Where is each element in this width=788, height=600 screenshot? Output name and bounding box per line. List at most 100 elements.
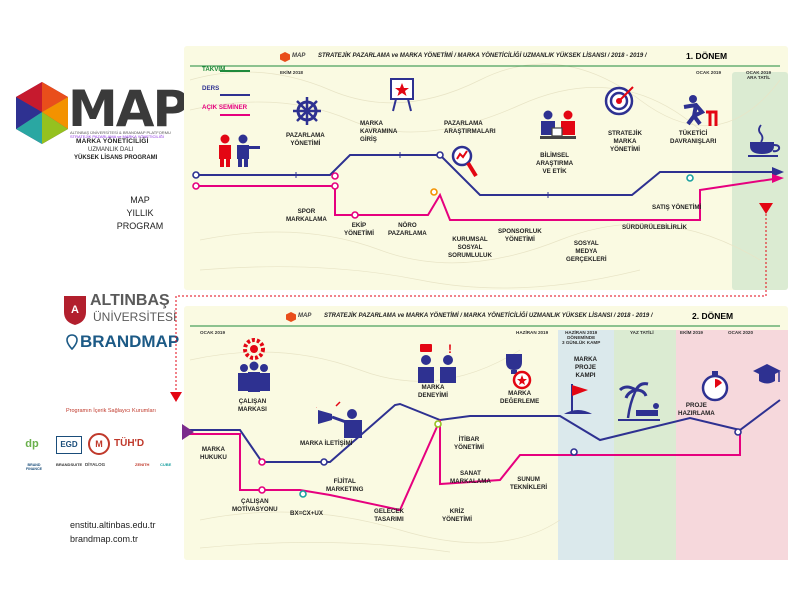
seminar-label: FİJİTAL MARKETING <box>326 478 364 493</box>
course-label: PROJE HAZIRLAMA <box>678 402 715 417</box>
p1-date-jan: OCAK 2019 <box>696 70 722 75</box>
p2-nodes <box>258 420 742 498</box>
course-label: TÜKETİCİ DAVRANIŞLARI <box>670 130 717 145</box>
seminar-sunum-teknikleri: SUNUM TEKNİKLERİ <box>510 476 547 492</box>
seminar-label: SANAT MARKALAMA <box>450 470 491 485</box>
partner-logo-4: TÜH'D <box>114 438 145 449</box>
course-pazarlama-arastirmalari: PAZARLAMA ARAŞTIRMALARI <box>444 120 496 136</box>
partner-logo-2: EGD <box>56 436 82 454</box>
p1-break-l2: ARA TATİL <box>746 75 771 80</box>
seminar-label: BX=CX+UX <box>290 510 324 517</box>
seminar-label: SOSYAL MEDYA GERÇEKLERİ <box>566 240 607 263</box>
legend-takvim: TAKVİM <box>202 66 226 73</box>
course-marka-degerleme: MARKA DEĞERLEME <box>500 390 539 406</box>
partner-logo-8: ZENITH <box>135 462 150 467</box>
course-marka-deneyimi: MARKA DENEYİMİ <box>418 384 448 400</box>
research-people-icon <box>540 110 576 139</box>
course-proje-kampi: MARKA PROJE KAMPI <box>574 356 597 380</box>
p1-header: STRATEJİK PAZARLAMA ve MARKA YÖNETİMİ / … <box>318 53 647 59</box>
target-icon <box>604 86 634 116</box>
url-brandmap[interactable]: brandmap.com.tr <box>70 534 139 544</box>
p2-date-jan: OCAK 2019 <box>200 330 226 335</box>
camp-date-l2: DÖNEMİNDE <box>567 335 596 340</box>
seminar-itibar-yonetimi: İTİBAR YÖNETİMİ <box>454 436 484 452</box>
course-stratejik-marka: STRATEJİK MARKA YÖNETİMİ <box>608 130 642 154</box>
program-subtitle: UZMANLIK DALI <box>88 147 134 153</box>
course-label: BİLİMSEL ARAŞTIRMA VE ETİK <box>536 152 574 175</box>
annual-line-2: YILLIK <box>126 208 154 218</box>
annual-line-1: MAP <box>130 195 150 205</box>
seminar-surdurulebilirlik: SÜRDÜRÜLEBİLİRLİK <box>622 224 687 232</box>
jumping-figure-icon <box>683 95 718 126</box>
legend-acik-seminer: AÇIK SEMİNER <box>202 104 248 111</box>
p2-term: 2. DÖNEM <box>692 311 734 321</box>
course-label: ÇALIŞAN MARKASI <box>238 398 267 413</box>
seminar-label: MARKA HUKUKU <box>200 446 227 461</box>
seminar-label: İTİBAR YÖNETİMİ <box>454 436 484 451</box>
seminar-calisan-motivasyonu: ÇALIŞAN MOTİVASYONU <box>232 498 278 514</box>
seminar-kurumsal-sorumluluk: KURUMSAL SOSYAL SORUMLULUK <box>448 236 492 260</box>
seminar-kriz-yonetimi: KRİZ YÖNETİMİ <box>442 508 472 524</box>
magnifier-chart-icon <box>451 145 478 178</box>
p1-ticks <box>295 152 549 198</box>
program-degree: YÜKSEK LİSANS PROGRAMI <box>74 155 158 161</box>
svg-text:!: ! <box>448 342 452 356</box>
camp-zone <box>558 330 614 560</box>
svg-text:A: A <box>71 304 79 316</box>
seminar-label: KURUMSAL SOSYAL SORUMLULUK <box>448 236 492 259</box>
connector-arrow-down <box>759 203 773 214</box>
seminar-label: SÜRDÜRÜLEBİLİRLİK <box>622 224 687 231</box>
experience-people-icon: ! <box>418 342 456 383</box>
p2-date-camp: HAZİRAN 2019 DÖNEMİNDE 3 GÜNLÜK KAMP <box>562 330 600 345</box>
p1-date-break: OCAK 2019 ARA TATİL <box>746 70 771 80</box>
altinbas-shield-icon: A <box>64 296 86 325</box>
course-calisan-markasi: ÇALIŞAN MARKASI <box>238 398 267 414</box>
course-proje-hazirlama: PROJE HAZIRLAMA <box>678 402 715 418</box>
course-label: STRATEJİK MARKA YÖNETİMİ <box>608 130 642 153</box>
seminar-sponsorluk: SPONSORLUK YÖNETİMİ <box>498 228 542 244</box>
coffee-cup-icon <box>748 124 781 157</box>
seminar-fijital-marketing: FİJİTAL MARKETING <box>326 478 363 494</box>
graduation-cap-icon <box>753 364 781 384</box>
p1-arrow-pink <box>772 174 784 183</box>
p2-header-logo-icon <box>286 312 296 322</box>
course-tuketici: TÜKETİCİ DAVRANIŞLARI <box>670 130 716 146</box>
summer-zone <box>614 330 676 560</box>
partners-heading: Programın İçerik Sağlayıcı Kurumları <box>66 408 156 414</box>
partner-logo-6: BRANDSUITE <box>56 462 83 467</box>
course-label: MARKA İLETİŞİMİ <box>300 440 353 447</box>
course-label: PAZARLAMA YÖNETİMİ <box>286 132 325 147</box>
seminar-sosyal-medya: SOSYAL MEDYA GERÇEKLERİ <box>566 240 607 264</box>
seminar-label: KRİZ YÖNETİMİ <box>442 508 472 523</box>
seminar-ekip-yonetimi: EKİP YÖNETİMİ <box>344 222 374 238</box>
course-label: MARKA DEĞERLEME <box>500 390 540 405</box>
p2-date-summer: YAZ TATİLİ <box>630 330 654 335</box>
course-marka-kavramina-giris: MARKA KAVRAMINA GİRİŞ <box>360 120 397 144</box>
p2-date-oct: EKİM 2019 <box>680 330 703 335</box>
seminar-label: ÇALIŞAN MOTİVASYONU <box>232 498 278 513</box>
trophy-badge-icon <box>506 354 532 390</box>
ship-wheel-icon <box>293 97 321 125</box>
sidebar: MAP ALTINBAŞ ÜNİVERSİTESİ & BRANDMAP PLA… <box>0 0 189 600</box>
period1-panel <box>184 46 788 290</box>
seminar-label: SPONSORLUK YÖNETİMİ <box>498 228 542 243</box>
connector-arrow-down-2 <box>170 392 182 402</box>
logo-tagline-1: ALTINBAŞ ÜNİVERSİTESİ & BRANDMAP PLATFOR… <box>70 130 171 135</box>
p2-header-logo: MAP <box>298 313 312 319</box>
seminar-sanat-markalama: SANAT MARKALAMA <box>450 470 491 486</box>
beach-palm-icon <box>618 382 660 421</box>
p1-header-logo: MAP <box>292 53 306 59</box>
partner-logo-7: DİYALOG <box>85 462 106 467</box>
people-icon <box>219 134 260 167</box>
p1-ders-line <box>196 154 780 196</box>
logo-tagline-2: STRATEJİK PAZARLAMA ve MARKA YÖNETİCİLİĞ… <box>70 134 165 139</box>
megaphone-icon <box>316 401 362 438</box>
url-enstitu[interactable]: enstitu.altinbas.edu.tr <box>70 520 156 530</box>
course-label: MARKA KAVRAMINA GİRİŞ <box>360 120 398 143</box>
seminar-label: SATIŞ YÖNETİMİ <box>652 204 702 211</box>
seminar-label: SUNUM TEKNİKLERİ <box>510 476 548 491</box>
partner-logo-5: BRAND FINANCE <box>26 463 42 471</box>
annual-program-title: MAP YILLIK PROGRAM <box>95 194 185 233</box>
seminar-gelecek-tasarimi: GELECEK TASARIMI <box>374 508 404 524</box>
p2-date-june: HAZİRAN 2019 <box>516 330 549 335</box>
